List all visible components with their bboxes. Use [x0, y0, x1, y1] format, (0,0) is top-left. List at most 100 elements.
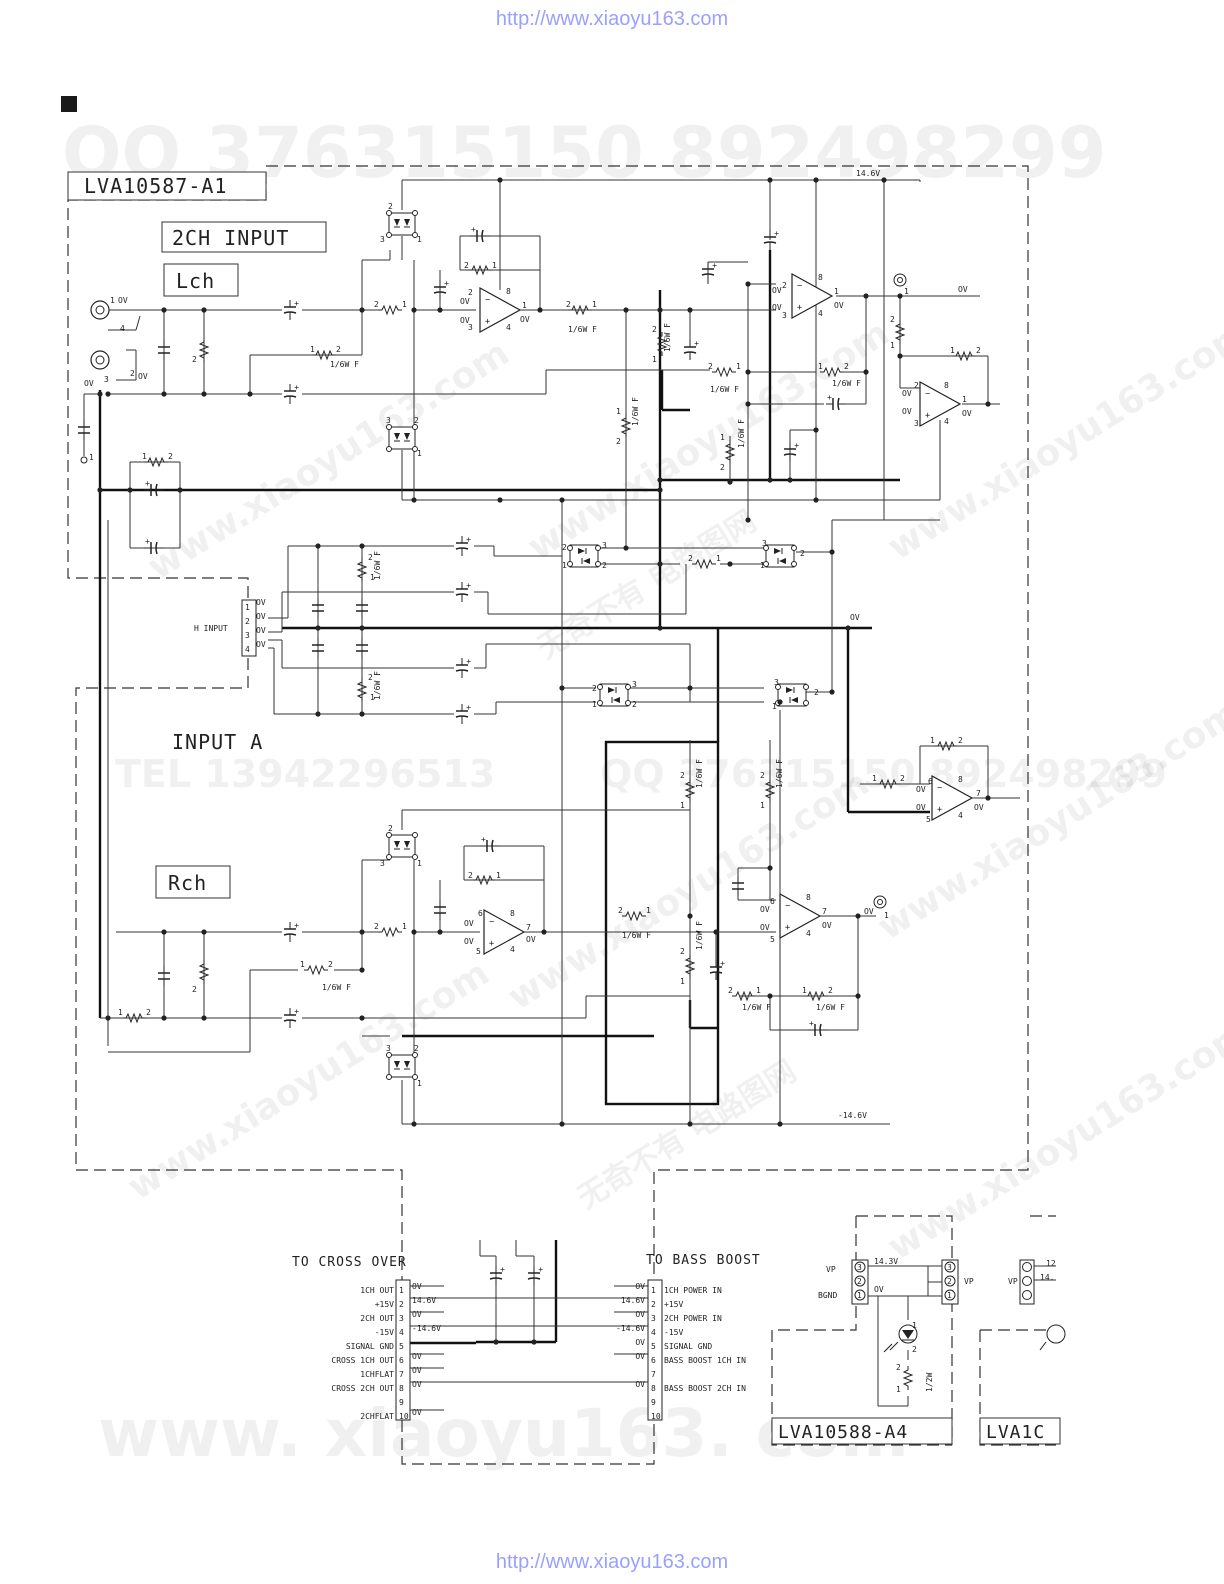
svg-text:1: 1 [492, 261, 497, 270]
led-vp-label-right: VP [964, 1277, 974, 1286]
svg-text:1: 1 [370, 693, 375, 702]
res-lch-shunt: 2 [192, 337, 209, 364]
supply-negative-label: -14.6V [838, 1111, 867, 1120]
pin-number: 9 [651, 1398, 656, 1407]
cap-lch-fb [469, 224, 491, 243]
svg-text:2: 2 [976, 346, 981, 355]
pin-number: 4 [399, 1328, 404, 1337]
pin-name: CROSS 1CH OUT [331, 1356, 394, 1365]
led-board-id: LVA10588-A4 [778, 1422, 908, 1443]
svg-text:2: 2 [618, 906, 623, 915]
svg-text:5: 5 [770, 935, 775, 944]
res-rating-1: 1/6W F [330, 360, 359, 369]
svg-text:2: 2 [336, 345, 341, 354]
svg-text:1: 1 [884, 911, 889, 920]
svg-text:2: 2 [388, 824, 393, 833]
pin-net: OV [635, 1310, 645, 1319]
svg-text:1: 1 [736, 362, 741, 371]
pin-net: OV [412, 1282, 422, 1291]
svg-text:OV: OV [834, 301, 844, 310]
res-rating-8: 1/6W F [373, 551, 382, 580]
svg-text:3: 3 [632, 680, 637, 689]
supply-positive-label: 14.6V [856, 169, 880, 178]
svg-text:2: 2 [592, 684, 597, 693]
wiring [83, 179, 1056, 1411]
led-voltage-label: 14.3V [874, 1257, 898, 1266]
cross-over-pin-9: 9 [399, 1398, 404, 1407]
svg-text:1: 1 [962, 395, 967, 404]
res-rating-5: 1/6W F [710, 385, 739, 394]
pin-net: 14.6V [412, 1296, 436, 1305]
cap-bottom-2 [527, 1265, 546, 1287]
svg-text:2: 2 [368, 553, 373, 562]
pin-number: 3 [651, 1314, 656, 1323]
title-2ch-input: 2CH INPUT [172, 226, 289, 250]
svg-text:2: 2 [708, 362, 713, 371]
pin-name: BASS BOOST 1CH IN [664, 1356, 746, 1365]
cap-ground-loop-1 [143, 478, 165, 497]
svg-text:3: 3 [602, 541, 607, 550]
svg-text:1: 1 [370, 573, 375, 582]
svg-text:3: 3 [774, 678, 779, 687]
svg-text:2: 2 [958, 736, 963, 745]
svg-text:2: 2 [688, 554, 693, 563]
svg-text:OV: OV [974, 803, 984, 812]
svg-text:2: 2 [857, 1277, 862, 1286]
cap-h-3 [455, 657, 474, 679]
connector-bass-boost [647, 1279, 663, 1421]
pin-name: SIGNAL GND [346, 1342, 394, 1351]
ov-label-rch-out: OV [864, 907, 874, 916]
led-vp-label-left: VP [826, 1265, 836, 1274]
input-a-label: INPUT A [172, 730, 263, 754]
svg-text:2: 2 [168, 452, 173, 461]
svg-text:8: 8 [958, 775, 963, 784]
svg-text:1: 1 [802, 986, 807, 995]
board-id-box: LVA10587-A1 [67, 171, 267, 201]
cap-h-2 [455, 581, 474, 603]
svg-text:3: 3 [947, 1263, 952, 1272]
cross-over-title: TO CROSS OVER [292, 1255, 407, 1270]
res-lch-2: 1 2 1/6W F [310, 345, 359, 369]
res-rating-13: 1/6W F [622, 931, 651, 940]
svg-text:1: 1 [118, 1008, 123, 1017]
svg-text:1: 1 [310, 345, 315, 354]
svg-text:1: 1 [417, 235, 422, 244]
svg-text:2: 2 [245, 617, 250, 626]
svg-text:OV: OV [526, 935, 536, 944]
svg-text:2: 2 [947, 1277, 952, 1286]
svg-text:2: 2 [328, 960, 333, 969]
svg-text:OV: OV [916, 803, 926, 812]
svg-text:2: 2 [844, 362, 849, 371]
svg-text:2: 2 [632, 700, 637, 709]
svg-text:1: 1 [646, 906, 651, 915]
source-url-bottom[interactable]: http://www.xiaoyu163.com [495, 1551, 729, 1573]
svg-text:1: 1 [300, 960, 305, 969]
led-bgnd-label: BGND [818, 1291, 837, 1300]
svg-text:1: 1 [872, 774, 877, 783]
bass-boost-pin-4: 4-15V-14.6V [616, 1324, 683, 1337]
res-rating-10: 1/6W F [695, 759, 704, 788]
svg-text:2: 2 [414, 416, 419, 425]
cross-over-pin-4: 4-15V-14.6V [375, 1324, 441, 1337]
svg-text:1: 1 [142, 452, 147, 461]
source-url-top[interactable]: http://www.xiaoyu163.com [495, 8, 729, 30]
svg-text:2: 2 [616, 437, 621, 446]
svg-text:1: 1 [896, 1385, 901, 1394]
partial-voltage-1: 12 [1046, 1259, 1056, 1268]
pin-name: BASS BOOST 2CH IN [664, 1384, 746, 1393]
